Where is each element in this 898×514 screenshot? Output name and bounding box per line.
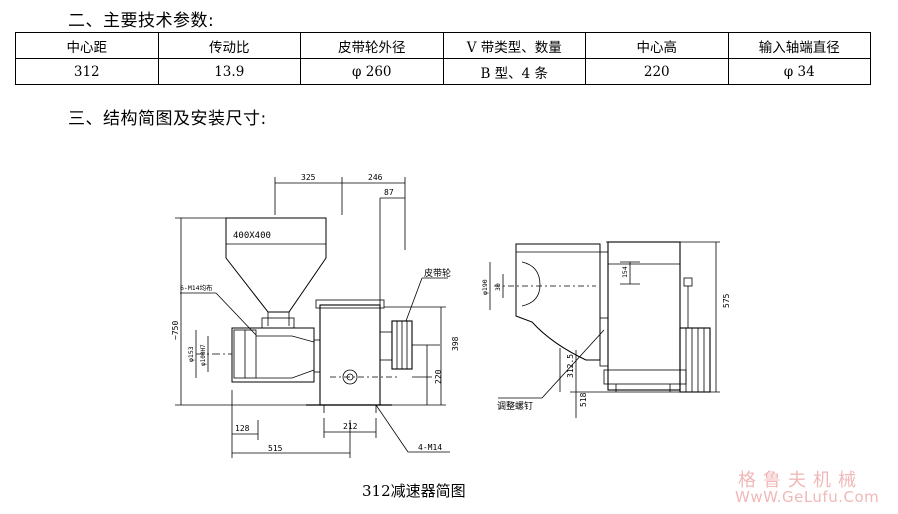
dim-phi190: φ190 [481,279,489,295]
dim-325: 325 [301,173,316,182]
section-heading-specs: 二、主要技术参数: [68,11,215,31]
section-heading-structure: 三、结构简图及安装尺寸: [68,109,267,129]
spec-header: 皮带轮外径 [300,32,444,59]
bolt-spec-label: 4-M14 [418,443,442,452]
watermark-url: WwW.GeLufu.Com [735,488,880,506]
dim-515: 515 [268,444,283,453]
dim-518: 518 [579,392,588,407]
adjust-screw-label: 调整螺钉 [497,400,533,412]
hopper-size-label: 400X400 [233,231,271,241]
drawing-labels: 325 246 87 400X400 6-M14均布 皮带轮 ~750 φ153… [171,173,731,453]
dim-750: ~750 [171,321,180,340]
right-view [489,241,720,418]
dim-220: 220 [434,369,443,384]
spec-value: 312 [15,58,159,85]
dim-phi153: φ153 [187,346,195,362]
dim-30: 30 [494,283,502,291]
dim-246: 246 [368,173,383,182]
dim-154: 154 [621,266,629,278]
pulley-label: 皮带轮 [424,267,451,279]
dim-128: 128 [235,424,250,433]
spec-header: 中心距 [15,32,159,59]
dim-312-5: 312.5 [566,354,575,378]
spec-value: 13.9 [157,58,301,85]
spec-table-header-row: 中心距 传动比 皮带轮外径 V 带类型、数量 中心高 输入轴端直径 [15,32,871,59]
drawing-caption: 312减速器简图 [362,482,466,500]
spec-value: 220 [585,58,729,85]
spec-table-value-row: 312 13.9 φ 260 B 型、4 条 220 φ 34 [15,58,871,85]
dim-575: 575 [722,293,731,308]
spec-value: φ 34 [727,58,871,85]
spec-table: 中心距 传动比 皮带轮外径 V 带类型、数量 中心高 输入轴端直径 312 13… [15,32,871,85]
dim-212: 212 [343,422,358,431]
spec-header: V 带类型、数量 [442,32,586,59]
watermark-brand: 格鲁夫机械 [738,470,863,491]
spec-header: 传动比 [157,32,301,59]
dim-87: 87 [384,188,394,197]
left-view [175,177,450,458]
spec-value: B 型、4 条 [442,58,586,85]
hole-spec-label: 6-M14均布 [180,283,213,292]
dim-398: 398 [451,336,460,351]
dim-phi100: φ100H7 [200,344,207,366]
spec-value: φ 260 [300,58,444,85]
